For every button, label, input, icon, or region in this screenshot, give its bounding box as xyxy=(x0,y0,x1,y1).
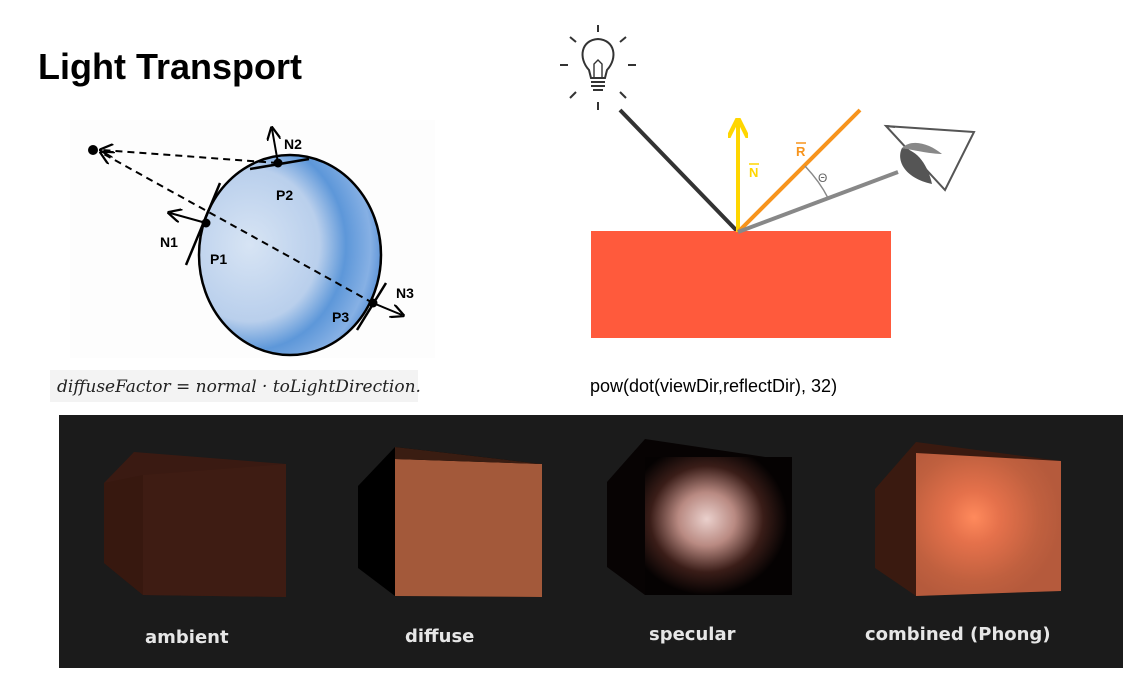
reflect-vector xyxy=(736,108,862,234)
phong-components-panel: ambient diffuse specular combined (Phong… xyxy=(59,415,1123,668)
specular-formula: pow(dot(viewDir,reflectDir), 32) xyxy=(590,376,838,396)
light-point xyxy=(88,145,98,155)
specular-diagram: N R Θ xyxy=(560,25,976,338)
diffuse-label: diffuse xyxy=(405,626,475,647)
diffuse-formula: diffuseFactor = normal · toLightDirectio… xyxy=(57,377,421,397)
label-p1: P1 xyxy=(210,251,227,267)
sphere xyxy=(197,153,383,357)
angle-arc xyxy=(804,165,829,199)
specular-cube xyxy=(607,439,792,595)
ray-p3 xyxy=(102,153,374,304)
page-title: Light Transport xyxy=(38,46,302,87)
label-n3: N3 xyxy=(396,285,414,301)
phong-cubes xyxy=(104,439,1061,597)
combined-label: combined (Phong) xyxy=(865,624,1051,645)
diffuse-diagram: N1 N2 N3 P1 P2 P3 xyxy=(70,120,435,358)
angle-label: Θ xyxy=(818,171,827,185)
view-vector xyxy=(737,170,899,234)
normal-label: N xyxy=(749,165,758,180)
ambient-cube xyxy=(104,452,286,597)
normal-n3 xyxy=(372,302,402,315)
ambient-label: ambient xyxy=(145,627,229,648)
formula-background xyxy=(50,370,418,402)
reflect-label: R xyxy=(796,144,806,159)
light-bulb-icon xyxy=(560,25,636,110)
eye-icon xyxy=(883,124,976,192)
ray-p2 xyxy=(102,150,279,164)
label-p3: P3 xyxy=(332,309,349,325)
combined-cube xyxy=(875,442,1061,596)
label-n2: N2 xyxy=(284,136,302,152)
incident-ray xyxy=(618,108,740,234)
surface xyxy=(591,231,891,338)
label-n1: N1 xyxy=(160,234,178,250)
label-p2: P2 xyxy=(276,187,293,203)
normal-n2 xyxy=(272,129,278,164)
specular-label: specular xyxy=(649,624,736,645)
normal-n1 xyxy=(170,213,207,224)
diffuse-cube xyxy=(358,447,542,597)
